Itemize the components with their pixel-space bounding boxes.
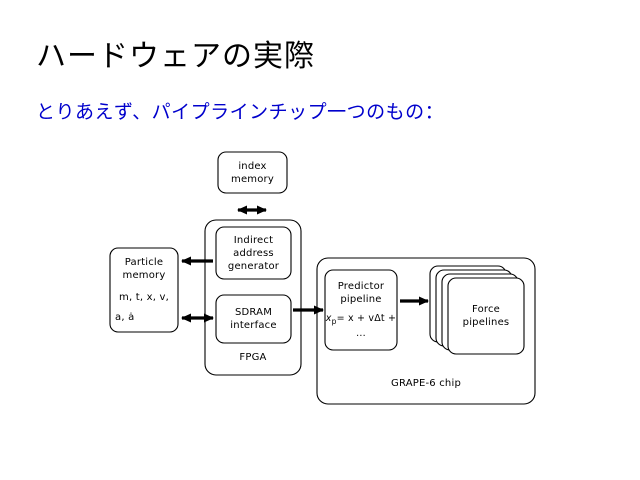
predictor-pipeline-line2: pipeline (340, 294, 382, 306)
indirect-address-line3: generator (227, 260, 280, 272)
index-memory-line1: index (238, 160, 267, 172)
formula-continuation: ... (356, 327, 366, 339)
node-particle-memory[interactable]: Particle memory m, t, x, v, a, ȧ (110, 248, 178, 332)
predictor-pipeline-line1: Predictor (337, 281, 385, 293)
page-title: ハードウェアの実際 (36, 39, 315, 74)
slide-subtitle: とりあえず、パイプラインチップ一つのもの： (36, 101, 445, 123)
fpga-container (204, 219, 302, 376)
formula-lhs: x (325, 313, 332, 325)
node-index-memory[interactable]: index memory (218, 152, 287, 193)
node-indirect-address-generator[interactable]: Indirect address generator (216, 227, 291, 279)
index-memory-line2: memory (231, 173, 274, 185)
force-pipelines-line1: Force (471, 304, 501, 315)
force-pipeline-stack-1 (447, 277, 525, 355)
grape6-container-label: GRAPE-6 chip (391, 378, 461, 389)
sdram-interface-box (215, 294, 292, 344)
index-memory-box (217, 151, 288, 194)
particle-memory-line1: Particle (124, 257, 164, 268)
indirect-address-line1: Indirect (233, 234, 274, 246)
node-predictor-pipeline[interactable]: Predictor pipeline xp= x + vΔt + ... (325, 270, 397, 350)
particle-memory-contents-1: m, t, x, v, (119, 292, 169, 303)
formula-subscript: p (331, 316, 337, 326)
particle-memory-box (109, 247, 179, 333)
indirect-address-generator-box (215, 226, 292, 280)
sdram-interface-line2: interface (230, 320, 277, 331)
fpga-container-label: FPGA (239, 352, 267, 363)
predictor-pipeline-box (324, 269, 398, 351)
sdram-interface-line1: SDRAM (234, 307, 273, 318)
node-force-pipelines[interactable]: Force pipelines (448, 278, 524, 354)
formula-rhs: = x + vΔt + (336, 313, 397, 325)
grape6-container (316, 257, 536, 405)
force-pipelines-line2: pipelines (462, 317, 510, 328)
particle-memory-contents-2: a, ȧ (115, 312, 135, 323)
predictor-pipeline-formula: xp= x + vΔt + ... (326, 313, 396, 340)
indirect-address-line2: address (233, 247, 274, 259)
particle-memory-line2: memory (122, 270, 166, 281)
node-sdram-interface[interactable]: SDRAM interface (216, 295, 291, 343)
